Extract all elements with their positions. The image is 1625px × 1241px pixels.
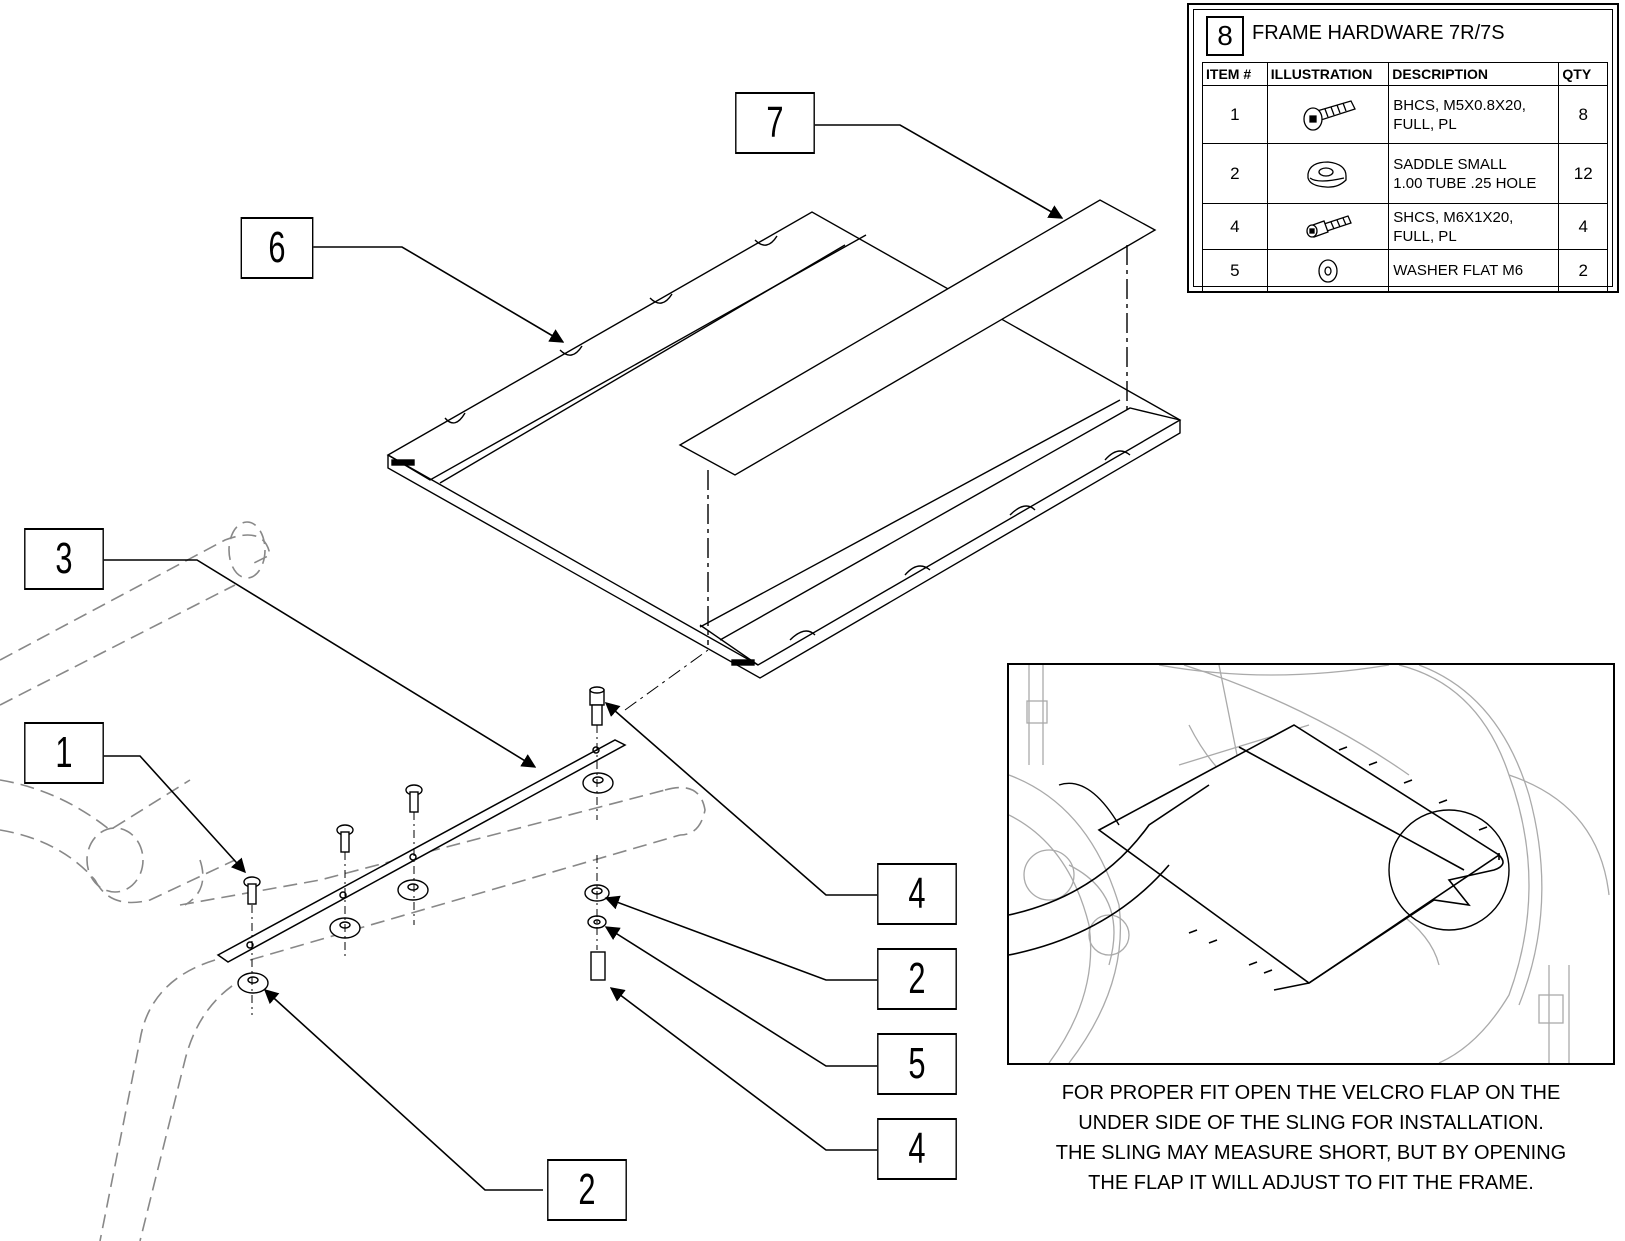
- hardware-table: ITEM # ILLUSTRATION DESCRIPTION QTY 1: [1202, 62, 1608, 292]
- item-cell: 1: [1202, 85, 1268, 144]
- callout-label: 4: [908, 1124, 926, 1173]
- hardware-table-header: 8 FRAME HARDWARE 7R/7S: [1194, 10, 1612, 56]
- button-head-screw-icon: [1303, 99, 1356, 131]
- hardware-table-panel: 8 FRAME HARDWARE 7R/7S ITEM # ILLUSTRATI…: [1187, 3, 1619, 293]
- callout-label: 1: [55, 728, 73, 777]
- hardware-parts: [237, 649, 709, 1015]
- note-line: THE SLING MAY MEASURE SHORT, BUT BY OPEN…: [1055, 1142, 1567, 1164]
- col-header-qty: QTY: [1558, 62, 1608, 86]
- description-line: 1.00 TUBE .25 HOLE: [1393, 174, 1537, 192]
- qty-cell: 8: [1558, 85, 1608, 144]
- callout-item-1: 1: [24, 722, 104, 784]
- flat-washer-icon: [1318, 258, 1338, 283]
- hardware-table-title: FRAME HARDWARE 7R/7S: [1252, 22, 1505, 44]
- callout-label: 5: [908, 1039, 926, 1088]
- socket-head-screw-icon: [1306, 214, 1352, 238]
- illustration-cell: [1266, 249, 1390, 292]
- item-cell: 5: [1202, 249, 1268, 292]
- table-row: 1 BHCS, M5X0.8X20, FULL, PL 8: [1202, 85, 1608, 144]
- callout-item-2-left: 2: [547, 1159, 627, 1221]
- description-cell: SADDLE SMALL 1.00 TUBE .25 HOLE: [1388, 143, 1560, 204]
- description-line: SHCS, M6X1X20,: [1393, 208, 1514, 226]
- installation-note: FOR PROPER FIT OPEN THE VELCRO FLAP ON T…: [1007, 1078, 1615, 1198]
- col-header-item: ITEM #: [1202, 62, 1268, 86]
- description-cell: BHCS, M5X0.8X20, FULL, PL: [1388, 85, 1560, 144]
- callout-item-4-top: 4: [877, 863, 957, 925]
- col-header-illustration: ILLUSTRATION: [1266, 62, 1390, 86]
- hardware-table-frame: 8 FRAME HARDWARE 7R/7S ITEM # ILLUSTRATI…: [1193, 9, 1613, 292]
- table-row: 5 WASHER FLAT M6 2: [1202, 249, 1608, 292]
- callout-label: 3: [55, 534, 73, 583]
- description-cell: WASHER FLAT M6: [1388, 249, 1560, 292]
- bhcs-screw: [243, 876, 261, 905]
- saddle: [397, 879, 429, 901]
- callout-label: 6: [268, 223, 286, 272]
- sling: [1097, 724, 1510, 991]
- callout-item-2-right: 2: [877, 948, 957, 1010]
- callout-label: 4: [908, 869, 926, 918]
- callout-item-7: 7: [735, 92, 815, 154]
- installed-sling-detail-view: [1007, 663, 1615, 1065]
- description-line: FULL, PL: [1393, 227, 1457, 245]
- note-line: FOR PROPER FIT OPEN THE VELCRO FLAP ON T…: [1061, 1082, 1561, 1104]
- sling-strip: [678, 199, 1157, 645]
- item-cell: 4: [1202, 203, 1268, 250]
- wheelchair-frame-phantom: [0, 521, 706, 1241]
- description-line: FULL, PL: [1393, 115, 1457, 133]
- saddle: [237, 972, 269, 994]
- table-row: 4 SHCS, M6X1X20, FULL, PL: [1202, 203, 1608, 250]
- note-line: THE FLAP IT WILL ADJUST TO FIT THE FRAME…: [1088, 1172, 1534, 1194]
- bhcs-screw: [336, 824, 354, 853]
- shcs-screw: [589, 686, 605, 726]
- bhcs-screw: [405, 784, 423, 813]
- callout-label: 2: [908, 954, 926, 1003]
- saddle: [582, 772, 614, 794]
- shcs-screw: [590, 951, 606, 981]
- callout-label: 7: [766, 98, 784, 147]
- hardware-callout-number: 8: [1206, 16, 1244, 56]
- description-line: WASHER FLAT M6: [1393, 262, 1524, 279]
- saddle-icon: [1307, 160, 1347, 188]
- callout-item-3: 3: [24, 528, 104, 590]
- wheel-and-frame-background: [1008, 664, 1610, 1064]
- seat-rail: [216, 739, 627, 963]
- installed-sling-illustration: [1008, 664, 1610, 1064]
- callout-item-5: 5: [877, 1033, 957, 1095]
- callout-label: 2: [578, 1165, 596, 1214]
- description-line: BHCS, M5X0.8X20,: [1393, 96, 1526, 114]
- illustration-cell: [1266, 143, 1390, 204]
- description-cell: SHCS, M6X1X20, FULL, PL: [1388, 203, 1560, 250]
- note-line: UNDER SIDE OF THE SLING FOR INSTALLATION…: [1078, 1112, 1544, 1134]
- callout-item-6: 6: [240, 217, 314, 279]
- qty-cell: 12: [1558, 143, 1608, 204]
- col-header-description: DESCRIPTION: [1388, 62, 1560, 86]
- illustration-cell: [1266, 85, 1390, 144]
- qty-cell: 4: [1558, 203, 1608, 250]
- illustration-cell: [1266, 203, 1390, 250]
- table-header-row: ITEM # ILLUSTRATION DESCRIPTION QTY: [1202, 62, 1608, 86]
- qty-cell: 2: [1558, 249, 1608, 292]
- table-row: 2 SADDLE SMALL 1.00 TUBE .25 HOLE 12: [1202, 143, 1608, 204]
- leader-lines: [93, 124, 1064, 1191]
- item-cell: 2: [1202, 143, 1268, 204]
- description-line: SADDLE SMALL: [1393, 155, 1507, 173]
- callout-item-4-bottom: 4: [877, 1118, 957, 1180]
